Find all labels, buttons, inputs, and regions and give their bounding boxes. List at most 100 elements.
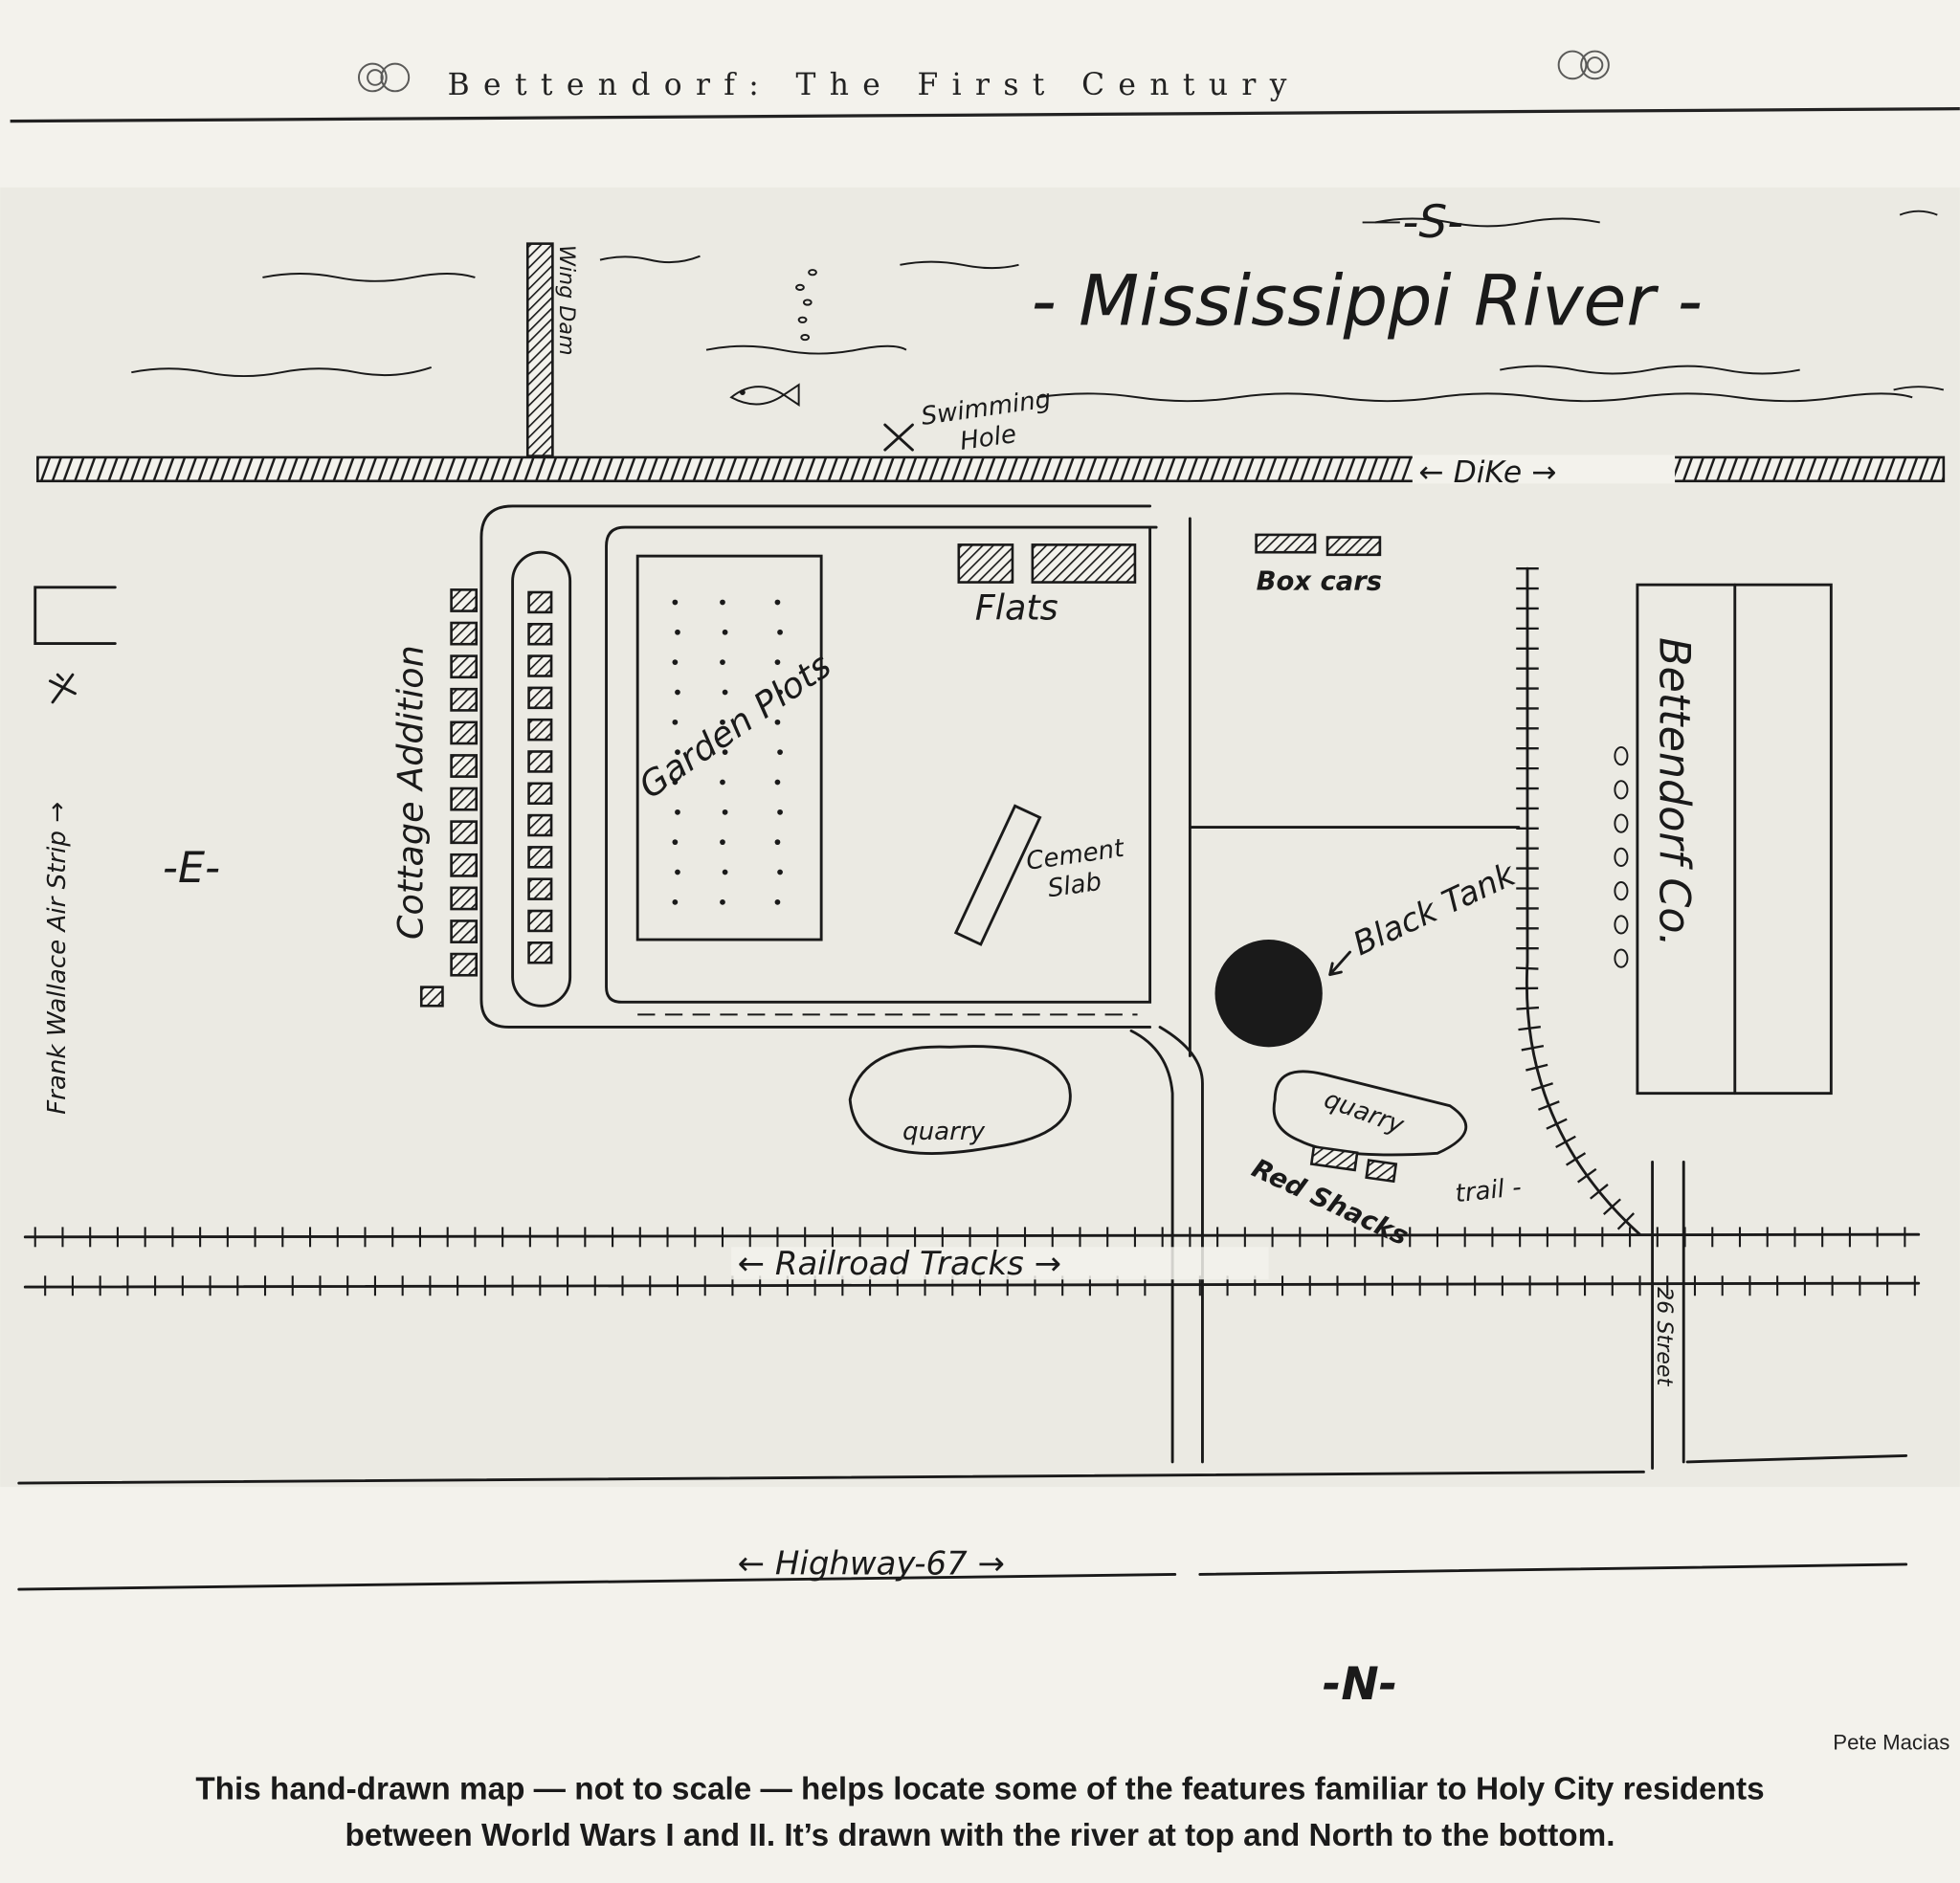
garden-plots-area <box>635 554 823 942</box>
rail-tie <box>1590 1184 1609 1200</box>
cottage <box>450 786 479 811</box>
caption-line-2: between World Wars I and II. It’s drawn … <box>345 1818 1615 1853</box>
outer-loop-road <box>479 504 1152 1029</box>
arrow-icon <box>1328 950 1351 977</box>
bubbles-icon <box>795 269 817 342</box>
rail-tie <box>1546 1118 1568 1130</box>
storage-circle <box>1614 948 1629 968</box>
rail-tie <box>1521 1044 1545 1052</box>
cottage <box>450 886 479 911</box>
rail-tie <box>1616 1212 1636 1230</box>
air-strip-label: Frank Wallace Air Strip → <box>43 802 72 1115</box>
rail-tie <box>1516 1006 1540 1010</box>
box-cars-label: Box cars <box>1257 566 1383 596</box>
river-waves <box>131 210 1945 403</box>
rail-tie <box>1518 1025 1541 1031</box>
flats-building <box>1031 543 1137 584</box>
storage-circle <box>1614 915 1629 935</box>
east-label: -E- <box>163 844 220 893</box>
storage-circles <box>1614 745 1629 968</box>
quarry-pond <box>1272 1070 1468 1157</box>
box-car <box>1325 536 1382 557</box>
garden-plot-marker <box>675 869 680 875</box>
wing-dam <box>525 242 554 457</box>
cottage <box>527 942 553 964</box>
highway-edge <box>1198 1562 1908 1576</box>
garden-plot-marker <box>675 749 680 756</box>
airplane-icon <box>48 673 77 704</box>
cottage <box>450 654 479 679</box>
cottage <box>527 846 553 869</box>
garden-plot-marker <box>777 749 783 756</box>
garden-plot-marker <box>774 659 781 666</box>
garden-plot-marker <box>720 779 725 786</box>
north-label: -N- <box>1323 1658 1397 1711</box>
road-edge <box>17 1470 1645 1485</box>
garden-plot-marker <box>720 719 725 725</box>
red-shack <box>1365 1159 1398 1184</box>
header-rule <box>10 106 1960 123</box>
south-label: -S- <box>1402 196 1463 249</box>
highway-edge <box>17 1573 1177 1591</box>
cottage <box>527 718 553 742</box>
cottage <box>527 686 553 710</box>
road <box>1158 1026 1204 1464</box>
garden-plot-marker <box>672 898 679 905</box>
cottage <box>450 820 479 845</box>
cottage-addition-label: Cottage Addition <box>390 645 432 940</box>
cottage <box>527 877 553 900</box>
garden-plot-marker <box>720 599 725 606</box>
quarry-label: quarry <box>902 1118 986 1146</box>
box-car <box>1255 533 1317 554</box>
wing-dam-label: Wing Dam <box>554 245 579 356</box>
rail-tie <box>1602 1198 1621 1215</box>
cottage <box>450 588 479 612</box>
railroad-track <box>23 1281 1921 1289</box>
garden-plot-marker <box>672 779 679 786</box>
garden-plot-marker <box>722 689 728 696</box>
garden-plot-marker <box>774 898 781 905</box>
red-shack <box>1309 1144 1359 1172</box>
cottage <box>450 952 479 977</box>
rail-tie <box>1576 1167 1597 1184</box>
storage-circle <box>1614 847 1629 867</box>
garden-plot-marker <box>722 629 728 635</box>
garden-plot-marker <box>722 749 728 756</box>
south-label-group: -S- <box>1362 196 1463 249</box>
garden-plot-marker <box>675 809 680 815</box>
rail-tie <box>1526 1063 1548 1072</box>
rail-tie <box>1515 966 1539 970</box>
flats-building <box>957 543 1014 584</box>
road-edge <box>1685 1453 1908 1464</box>
caption-line-1: This hand-drawn map — not to scale — hel… <box>195 1772 1764 1807</box>
bettendorf-co-label: Bettendorf Co. <box>1649 637 1698 947</box>
highway-label: ← Highway-67 → <box>738 1544 1005 1583</box>
black-tank <box>1214 940 1323 1048</box>
storage-circle <box>1614 880 1629 901</box>
garden-plot-marker <box>722 809 728 815</box>
cottage-oval-road <box>511 550 572 1008</box>
garden-plot-marker <box>720 659 725 666</box>
flats-label: Flats <box>975 587 1058 629</box>
garden-plot-marker <box>720 839 725 846</box>
cottage <box>527 622 553 646</box>
rail-tie <box>1565 1152 1587 1166</box>
garden-plot-marker <box>672 719 679 725</box>
dike-label: ← DiKe → <box>1418 455 1556 490</box>
garden-plot-marker <box>720 898 725 905</box>
cottage <box>527 782 553 806</box>
cottage <box>527 813 553 837</box>
quarry-pond <box>848 1045 1072 1155</box>
cottage <box>450 687 479 712</box>
street-26-label: 26 Street <box>1652 1287 1677 1386</box>
cottage <box>419 986 444 1008</box>
spiral-ornament-icon <box>357 62 411 93</box>
garden-plot-markers <box>672 599 783 905</box>
garden-plot-marker <box>672 839 679 846</box>
cottage <box>450 853 479 877</box>
airstrip-hangar <box>33 586 117 645</box>
garden-plot-marker <box>774 779 781 786</box>
garden-plot-marker <box>675 689 680 696</box>
